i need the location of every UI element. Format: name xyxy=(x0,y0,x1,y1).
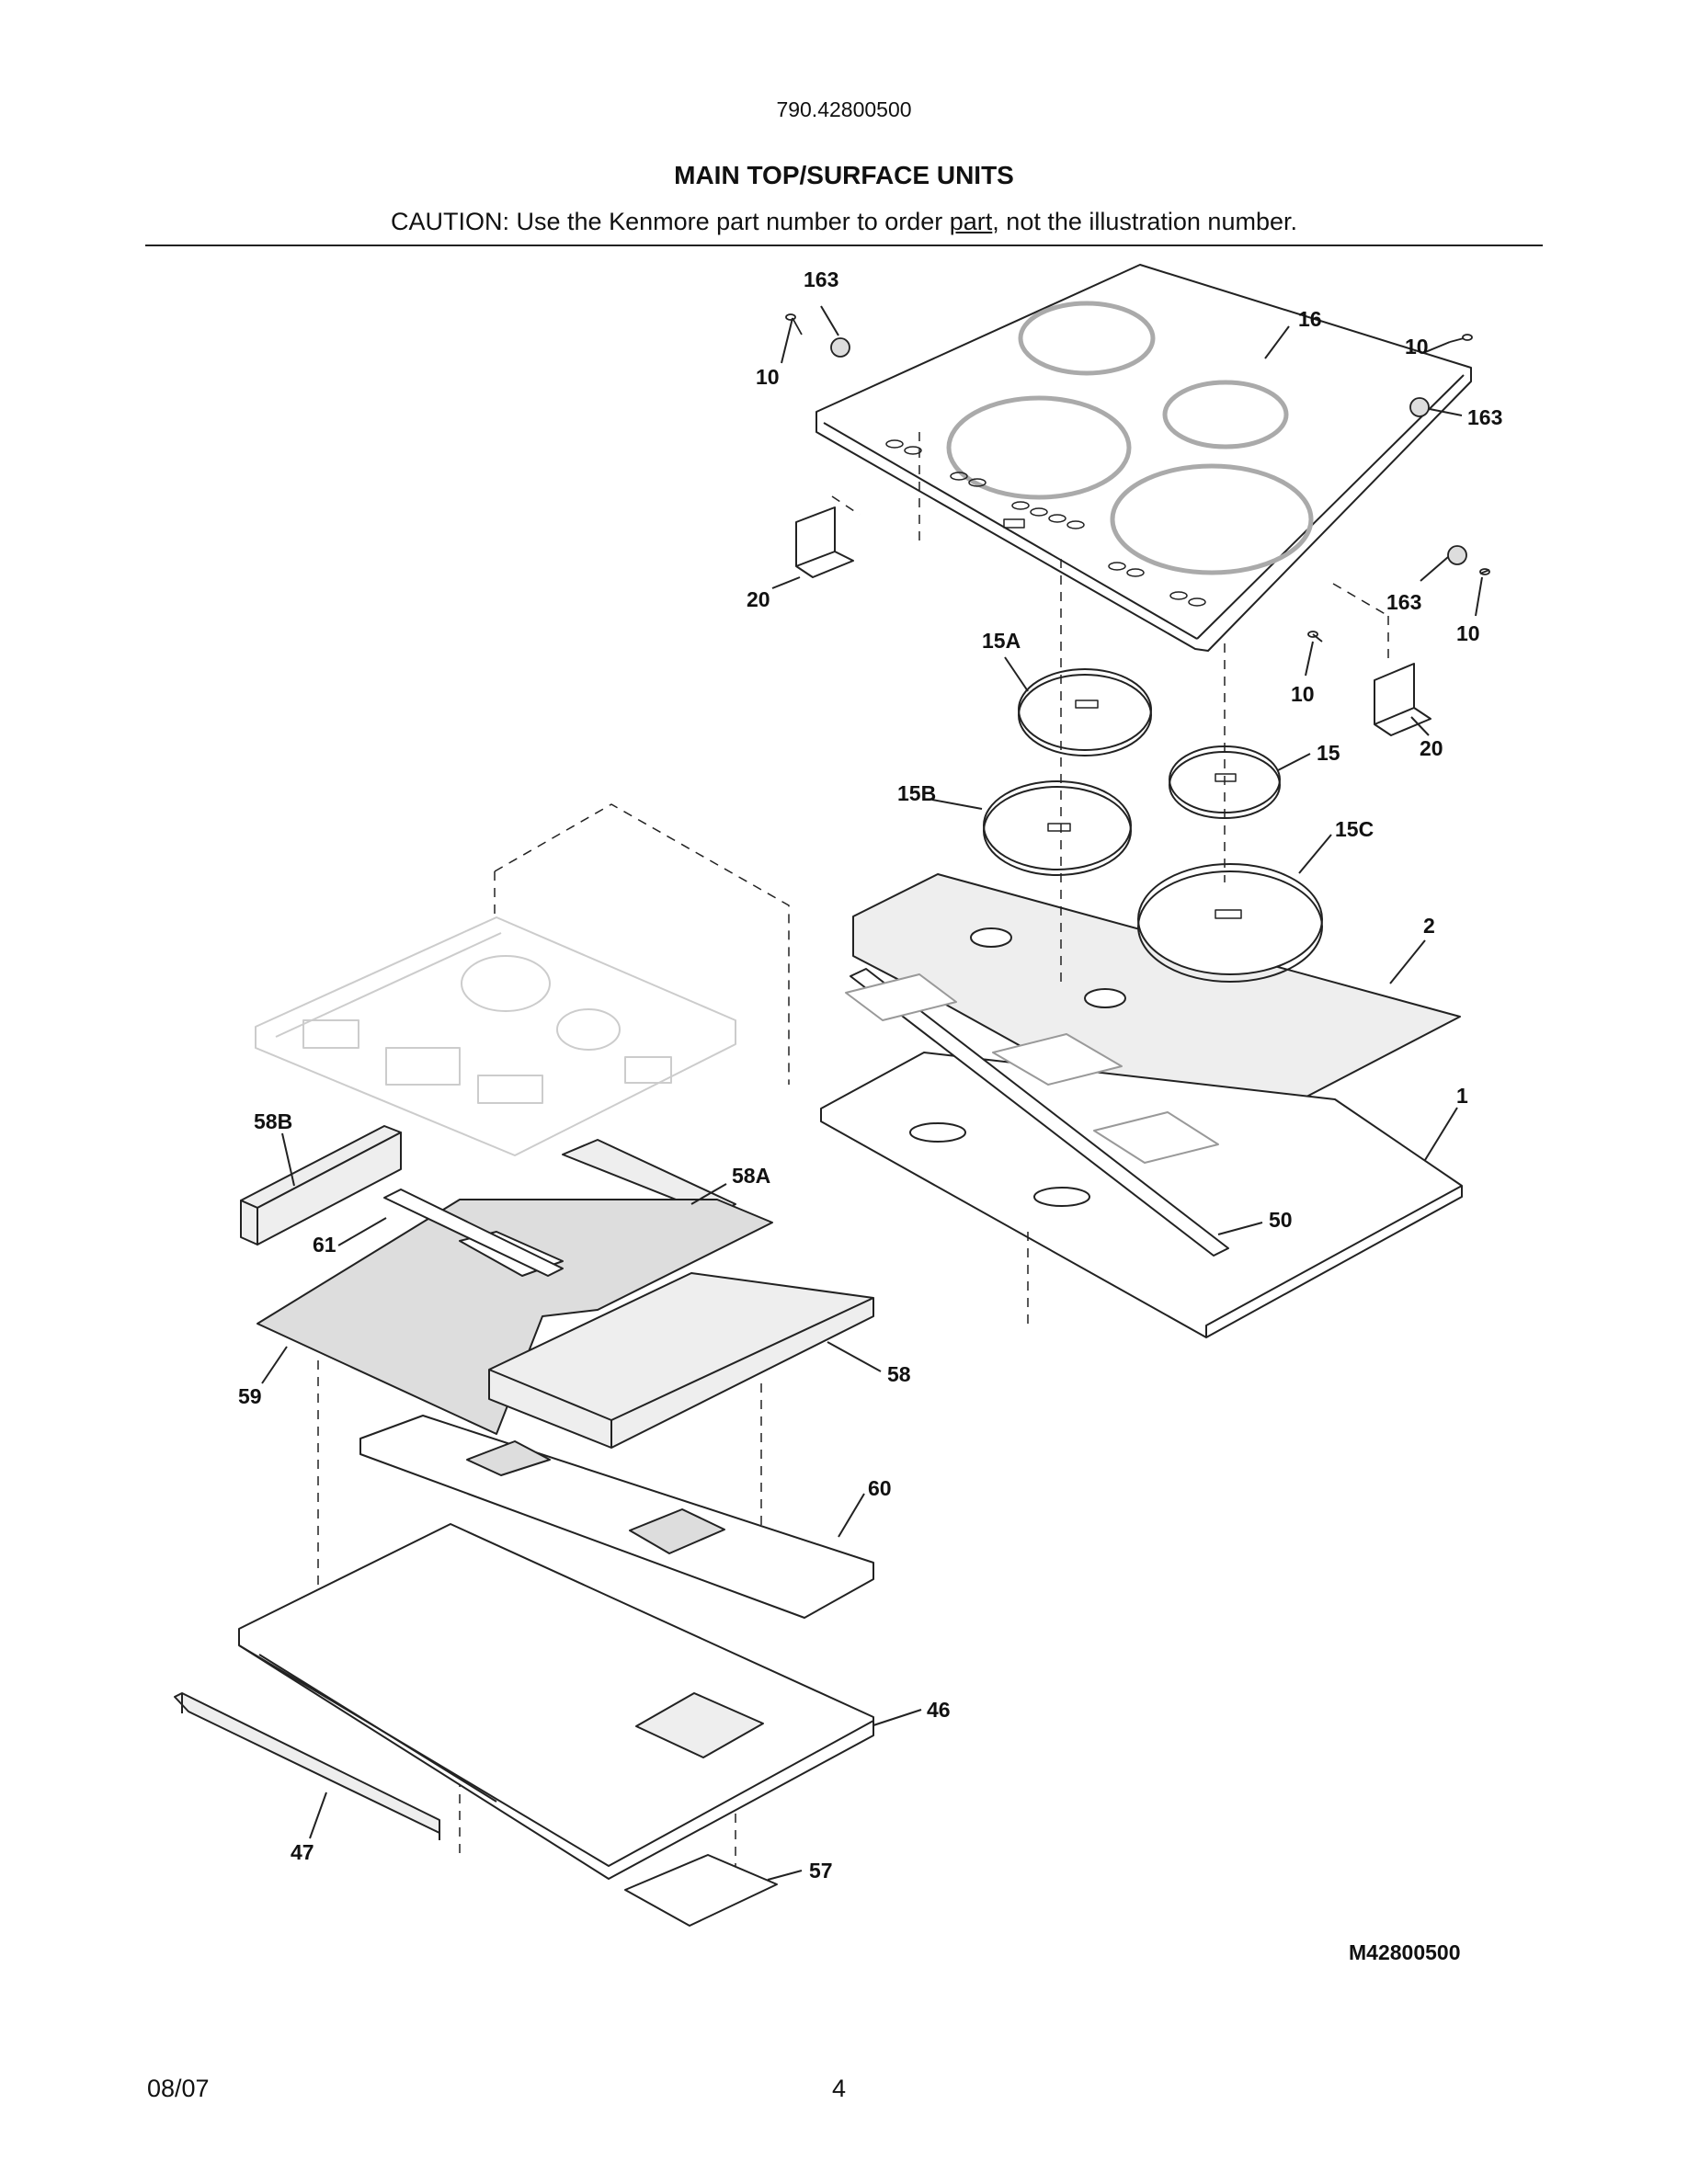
alignment-guides xyxy=(317,432,1389,1866)
callout-10-top-left: 10 xyxy=(756,365,780,389)
callout-10-center: 10 xyxy=(1291,682,1315,706)
mounting-bracket-left xyxy=(795,506,854,578)
page-number: 4 xyxy=(832,2075,847,2102)
callout-61: 61 xyxy=(313,1233,336,1257)
caution-underlined-word: part xyxy=(949,208,993,235)
caution-text-before: CAUTION: Use the Kenmore part number to … xyxy=(391,208,950,235)
callout-57: 57 xyxy=(809,1859,833,1883)
electronic-control-board xyxy=(255,916,736,1156)
callout-163-lower-right: 163 xyxy=(1386,590,1421,614)
model-number: 790.42800500 xyxy=(776,97,912,121)
callout-163-right: 163 xyxy=(1467,405,1502,429)
callout-58a: 58A xyxy=(732,1164,770,1188)
callout-58: 58 xyxy=(887,1362,911,1386)
callout-163-top: 163 xyxy=(804,267,838,291)
screws-and-bumpers xyxy=(785,313,1490,643)
caution-note: CAUTION: Use the Kenmore part number to … xyxy=(0,208,1688,236)
insulation-58a xyxy=(562,1139,736,1216)
callout-47: 47 xyxy=(291,1840,314,1864)
callout-60: 60 xyxy=(868,1476,892,1500)
callout-16: 16 xyxy=(1298,307,1322,331)
callout-2: 2 xyxy=(1423,914,1435,938)
callout-15b: 15B xyxy=(897,781,936,805)
mounting-bracket-right xyxy=(1374,663,1431,736)
caution-text-after: , not the illustration number. xyxy=(992,208,1297,235)
figure-id: M42800500 xyxy=(1349,1940,1461,1964)
revision-date: 08/07 xyxy=(147,2075,210,2102)
insulation-58 xyxy=(488,1272,874,1449)
access-cover-part xyxy=(624,1854,778,1927)
callout-15: 15 xyxy=(1317,741,1340,765)
callout-1: 1 xyxy=(1456,1084,1468,1108)
header-divider xyxy=(145,245,1543,246)
callout-15c: 15C xyxy=(1335,817,1374,841)
callout-46: 46 xyxy=(927,1698,951,1722)
page-title: MAIN TOP/SURFACE UNITS xyxy=(674,161,1014,189)
front-trim-part xyxy=(174,1692,440,1840)
callout-10-top-right: 10 xyxy=(1405,335,1429,358)
callout-58b: 58B xyxy=(254,1109,292,1133)
callout-20-right: 20 xyxy=(1420,736,1443,760)
glass-cooktop-part xyxy=(815,264,1472,652)
callout-15a: 15A xyxy=(982,629,1021,653)
callout-59: 59 xyxy=(238,1384,262,1408)
surface-element-15a xyxy=(1018,668,1152,756)
callout-50: 50 xyxy=(1269,1208,1293,1232)
callout-leaders xyxy=(261,305,1483,1881)
insulation-58b xyxy=(240,1125,402,1246)
cooktop-box-part xyxy=(238,1523,874,1880)
touch-control-boards xyxy=(845,973,1219,1164)
insulation-61 xyxy=(383,1189,564,1277)
surface-element-15c xyxy=(1137,863,1323,983)
callout-20-left: 20 xyxy=(747,587,770,611)
heat-shield-part xyxy=(359,1415,874,1619)
callout-10-lower-right: 10 xyxy=(1456,621,1480,645)
control-support-bracket xyxy=(850,968,1229,1257)
surface-element-15b xyxy=(983,780,1132,876)
